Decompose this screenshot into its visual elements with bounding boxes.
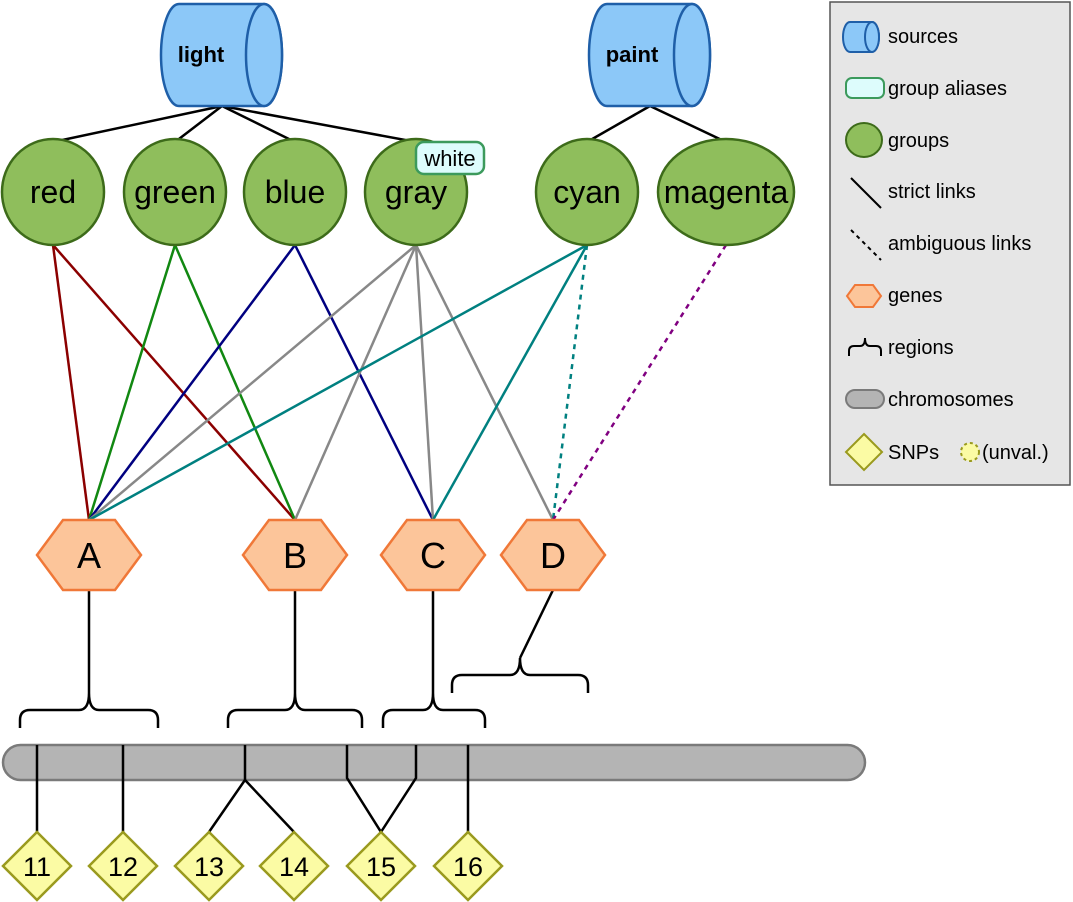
group-magenta: magenta: [656, 137, 796, 247]
legend-ambiguous-links: ambiguous links: [850, 229, 1031, 261]
source-paint: paint: [587, 2, 712, 108]
region-b: [226, 692, 364, 728]
connector-d: [518, 589, 555, 659]
link-green-a: [87, 244, 177, 521]
source-tree-links: [52, 104, 727, 144]
link-cyan-c: [431, 244, 589, 521]
group-cyan: cyan: [534, 137, 640, 247]
tree-link-light-gray: [221, 104, 417, 144]
legend-label-snps: SNPs: [888, 442, 939, 464]
legend-label-regions: regions: [888, 337, 954, 359]
group-label-gray: gray: [385, 174, 447, 210]
legend-label-chromosomes: chromosomes: [888, 389, 1014, 411]
legend-group-icon: [845, 122, 883, 158]
link-blue-a: [87, 244, 297, 521]
legend-ambiguous-link-icon: [850, 229, 882, 261]
snp-15: 15: [345, 830, 417, 902]
tree-link-light-red: [52, 104, 223, 144]
legend-chromosome-icon: [845, 389, 885, 409]
link-magenta-d-ambiguous: [551, 244, 728, 521]
chromosome: [1, 743, 867, 782]
gene-label-c: C: [420, 535, 446, 576]
link-gray-b: [293, 244, 418, 521]
legend-label-ambiguous-links: ambiguous links: [888, 233, 1031, 255]
legend-alias-icon: [845, 77, 885, 99]
gene-b: B: [241, 518, 349, 592]
gene-label-b: B: [283, 535, 307, 576]
legend-label-unvalidated: (unval.): [982, 442, 1049, 464]
group-alias-white: white: [414, 140, 486, 176]
group-label-cyan: cyan: [553, 174, 621, 210]
snp-label-12: 12: [108, 852, 138, 882]
link-blue-c: [293, 244, 435, 521]
group-green: green: [122, 137, 228, 247]
group-label-blue: blue: [265, 174, 326, 210]
group-label-magenta: magenta: [664, 174, 789, 210]
link-red-b: [52, 244, 296, 521]
tree-link-light-blue: [221, 104, 296, 144]
legend-strict-links: strict links: [850, 177, 976, 209]
gene-label-a: A: [77, 535, 101, 576]
legend-snps: SNPs (unval.): [844, 432, 1049, 472]
legend-label-group-aliases: group aliases: [888, 78, 1007, 100]
link-cyan-a: [88, 243, 588, 522]
snp-13: 13: [173, 830, 245, 902]
legend-gene-icon: [845, 284, 883, 308]
group-red: red: [0, 137, 106, 247]
legend: sources group aliases groups strict link…: [829, 1, 1071, 486]
legend-strict-link-icon: [850, 177, 882, 209]
source-light: light: [159, 2, 284, 108]
snp-label-11: 11: [23, 852, 51, 882]
legend-source-icon: [842, 21, 880, 53]
legend-chromosomes: chromosomes: [845, 389, 1014, 411]
source-label-paint: paint: [606, 42, 659, 67]
snp-label-13: 13: [194, 852, 224, 882]
link-gray-a: [88, 244, 417, 521]
legend-snp-icon: [844, 432, 884, 472]
snp-label-15: 15: [366, 852, 396, 882]
gene-c: C: [379, 518, 487, 592]
region-c: [381, 692, 487, 728]
tree-link-paint-magenta: [649, 104, 727, 144]
snp-12: 12: [87, 830, 159, 902]
tree-link-light-green: [174, 105, 223, 143]
legend-unvalidated-snp-icon: [960, 442, 980, 462]
link-gray-c: [414, 244, 435, 521]
legend-label-sources: sources: [888, 26, 958, 48]
snp-16: 16: [432, 830, 504, 902]
legend-genes: genes: [845, 284, 943, 308]
gene-a: A: [35, 518, 143, 592]
legend-regions: regions: [848, 337, 954, 359]
legend-sources: sources: [842, 21, 958, 53]
link-red-a: [51, 244, 91, 521]
region-a: [18, 692, 160, 728]
snp-14: 14: [258, 830, 330, 902]
group-label-red: red: [30, 174, 76, 210]
alias-label-white: white: [423, 146, 475, 171]
snp-label-14: 14: [279, 852, 309, 882]
snp-line-13-14: [207, 745, 295, 833]
region-d: [450, 657, 590, 693]
gene-d: D: [499, 518, 607, 592]
group-label-green: green: [134, 174, 216, 210]
snp-11: 11: [1, 830, 73, 902]
regions: [18, 657, 590, 728]
snp-label-16: 16: [453, 852, 483, 882]
legend-label-genes: genes: [888, 285, 943, 307]
link-gray-d: [414, 244, 555, 521]
gene-links: [51, 243, 728, 522]
tree-link-paint-cyan: [586, 104, 651, 144]
group-blue: blue: [242, 137, 348, 247]
link-green-b: [173, 244, 297, 521]
legend-region-icon: [848, 337, 882, 356]
legend-label-strict-links: strict links: [888, 181, 976, 203]
gene-label-d: D: [540, 535, 566, 576]
legend-groups: groups: [845, 122, 949, 158]
legend-group-aliases: group aliases: [845, 77, 1007, 100]
link-cyan-d-ambiguous: [551, 244, 589, 521]
source-label-light: light: [178, 42, 225, 67]
gene-region-connectors: [87, 589, 555, 693]
legend-label-groups: groups: [888, 130, 949, 152]
